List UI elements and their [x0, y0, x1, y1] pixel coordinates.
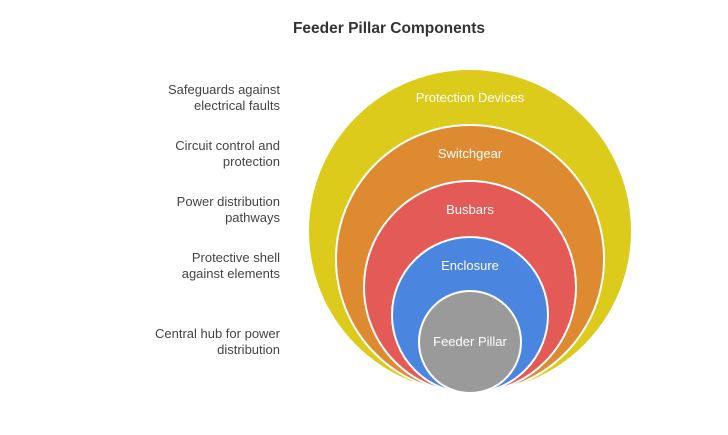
- description-switchgear: Circuit control and protection: [60, 138, 280, 170]
- description-line: pathways: [225, 210, 280, 225]
- layer-label-feeder-pillar: Feeder Pillar: [433, 334, 507, 349]
- description-line: Safeguards against: [167, 82, 280, 97]
- description-line: distribution: [217, 342, 280, 357]
- description-busbars: Power distribution pathways: [60, 194, 280, 226]
- description-line: protection: [222, 154, 280, 169]
- layer-label-protection-devices: Protection Devices: [416, 90, 525, 105]
- layer-circle-feeder-pillar: [418, 290, 522, 394]
- description-line: Protective shell: [191, 250, 280, 265]
- diagram-title: Feeder Pillar Components: [292, 20, 486, 37]
- description-line: against elements: [181, 266, 280, 281]
- layer-label-enclosure: Enclosure: [441, 258, 499, 273]
- description-line: Circuit control and: [175, 138, 280, 153]
- description-enclosure: Protective shell against elements: [60, 250, 280, 282]
- description-feeder-pillar: Central hub for power distribution: [60, 326, 280, 358]
- description-line: Power distribution: [176, 194, 280, 209]
- description-line: Central hub for power: [154, 326, 280, 341]
- description-line: electrical faults: [194, 98, 280, 113]
- layer-label-busbars: Busbars: [446, 202, 494, 217]
- description-protection-devices: Safeguards against electrical faults: [60, 82, 280, 114]
- layer-label-switchgear: Switchgear: [438, 146, 503, 161]
